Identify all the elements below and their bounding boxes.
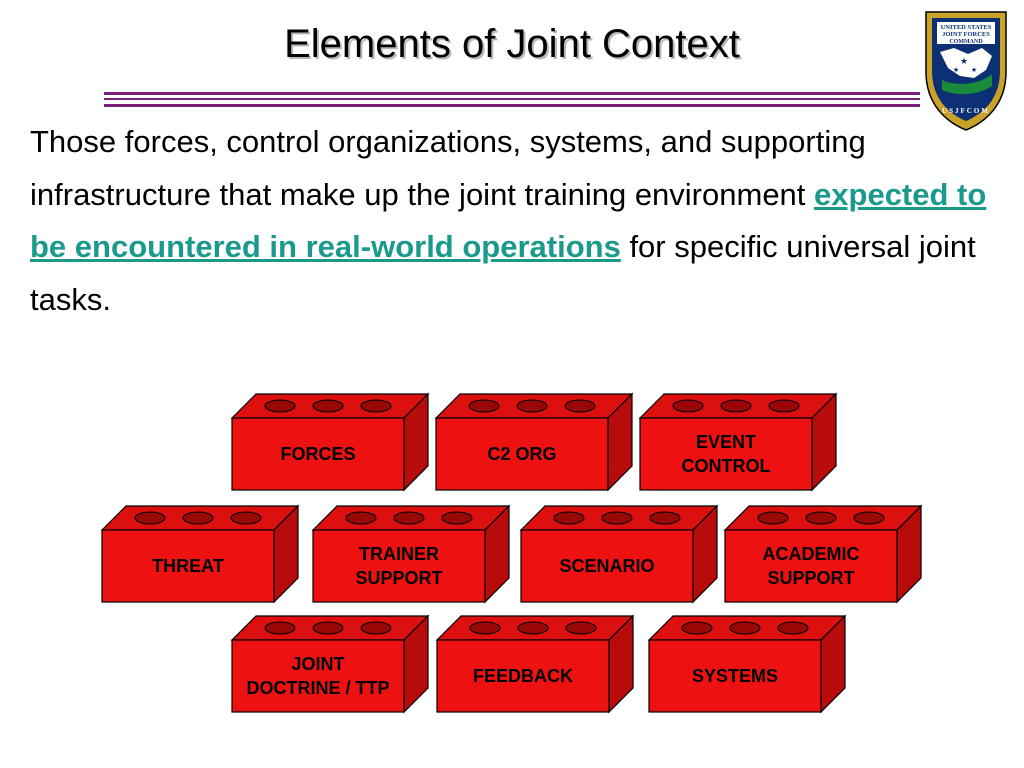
svg-text:★: ★ — [971, 66, 977, 74]
brick — [647, 614, 847, 714]
brick-stud — [345, 511, 377, 525]
brick — [100, 504, 300, 604]
brick-front-face — [435, 417, 609, 491]
brick — [311, 504, 511, 604]
seal-bottom-text: COMMAND — [949, 39, 983, 45]
brick-label: ACADEMIC SUPPORT — [762, 544, 860, 588]
svg-text:★: ★ — [953, 66, 959, 74]
brick-stud — [360, 399, 392, 413]
brick — [519, 504, 719, 604]
brick-stud — [264, 399, 296, 413]
brick-front-face — [231, 639, 405, 713]
description-highlight: expected to be encountered in real-world… — [30, 176, 987, 265]
brick-stud — [360, 621, 392, 635]
brick-stud — [672, 399, 704, 413]
brick-stud — [553, 511, 585, 525]
description-paragraph: Those forces, control organizations, sys… — [30, 116, 995, 326]
title-underline-1 — [104, 92, 920, 95]
usjfcom-seal-logo: UNITED STATES JOINT FORCES COMMAND ★ ★ ★… — [925, 11, 1007, 131]
brick-front-face — [520, 529, 694, 603]
brick — [230, 392, 430, 492]
brick-front-face — [231, 417, 405, 491]
brick-label: JOINT DOCTRINE / TTP — [246, 654, 390, 698]
brick-stud — [681, 621, 713, 635]
brick-stud — [469, 621, 501, 635]
title-underline-2 — [104, 98, 920, 100]
brick-stud — [729, 621, 761, 635]
brick-stud — [757, 511, 789, 525]
brick-front-face — [436, 639, 610, 713]
brick-stud — [517, 621, 549, 635]
brick-front-face — [724, 529, 898, 603]
description-text-end: for specific universal joint tasks. — [30, 229, 976, 317]
brick-stud — [777, 621, 809, 635]
description-text-start: Those forces, control organizations, sys… — [30, 124, 866, 212]
seal-middle-text: JOINT FORCES — [942, 31, 990, 38]
brick-stud — [230, 511, 262, 525]
seal-ring-text: USJFCOM — [942, 107, 990, 115]
brick-label: TRAINER SUPPORT — [355, 544, 443, 588]
brick-label: FORCES — [280, 444, 356, 464]
brick-stud — [182, 511, 214, 525]
brick-stud — [312, 399, 344, 413]
seal-top-text: UNITED STATES — [941, 24, 992, 31]
brick — [434, 392, 634, 492]
brick-stud — [720, 399, 752, 413]
brick-stud — [853, 511, 885, 525]
brick-front-face — [648, 639, 822, 713]
brick-stud — [649, 511, 681, 525]
brick — [230, 614, 430, 714]
brick-stud — [441, 511, 473, 525]
brick-stud — [393, 511, 425, 525]
brick-stud — [768, 399, 800, 413]
brick-label: SYSTEMS — [691, 666, 779, 686]
brick-stud — [312, 621, 344, 635]
brick — [435, 614, 635, 714]
title-underline-3 — [104, 104, 920, 107]
brick-front-face — [101, 529, 275, 603]
brick-label: C2 ORG — [487, 444, 557, 464]
page-title: Elements of Joint Context — [284, 22, 740, 66]
brick-stud — [565, 621, 597, 635]
brick-front-face — [639, 417, 813, 491]
brick — [638, 392, 838, 492]
brick-label: EVENT CONTROL — [681, 432, 771, 476]
brick-stud — [468, 399, 500, 413]
brick-stud — [516, 399, 548, 413]
brick-stud — [601, 511, 633, 525]
brick-stud — [264, 621, 296, 635]
brick-stud — [805, 511, 837, 525]
brick-label: FEEDBACK — [472, 666, 573, 686]
svg-text:★: ★ — [960, 56, 968, 66]
brick — [723, 504, 923, 604]
brick-label: SCENARIO — [559, 556, 655, 576]
brick-stud — [564, 399, 596, 413]
brick-stud — [134, 511, 166, 525]
brick-front-face — [312, 529, 486, 603]
brick-label: THREAT — [152, 556, 224, 576]
